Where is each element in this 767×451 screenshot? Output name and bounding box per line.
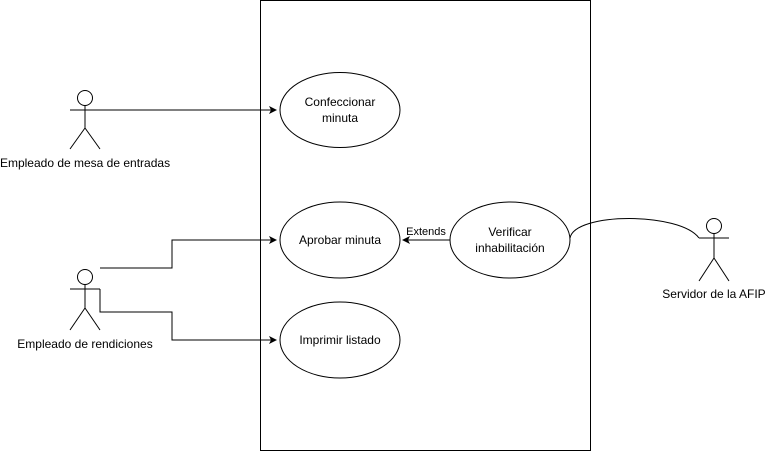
use-case-label: Imprimir listado: [299, 333, 381, 347]
actor-head-icon: [706, 218, 722, 234]
connector-afip-verificar: [569, 218, 700, 239]
connector-rendiciones-imprimir: [99, 289, 277, 344]
use-case-label: Aprobar minuta: [299, 233, 381, 247]
extends-label: Extends: [406, 226, 446, 238]
actor-label-afip: Servidor de la AFIP: [662, 287, 765, 301]
actor-label-rendiciones: Empleado de rendiciones: [17, 337, 152, 351]
use-case-aprobar[interactable]: Aprobar minuta: [279, 201, 401, 279]
use-case-label: Verificar: [488, 225, 531, 239]
actor-head-icon: [77, 90, 93, 106]
connector-rendiciones-aprobar: [100, 236, 277, 269]
use-case-confeccionar[interactable]: Confeccionar minuta: [279, 72, 401, 148]
use-case-label: inhabilitación: [475, 241, 544, 255]
actor-rendiciones[interactable]: [69, 269, 101, 331]
use-case-imprimir[interactable]: Imprimir listado: [279, 301, 401, 379]
use-case-verificar[interactable]: Verificar inhabilitación: [449, 201, 571, 279]
use-case-label: minuta: [322, 111, 358, 125]
actor-head-icon: [77, 269, 93, 285]
actor-afip[interactable]: [698, 218, 730, 282]
actor-mesa-entradas[interactable]: [69, 90, 101, 150]
use-case-label: Confeccionar: [305, 95, 376, 109]
actor-label-mesa-entradas: Empleado de mesa de entradas: [0, 156, 170, 170]
